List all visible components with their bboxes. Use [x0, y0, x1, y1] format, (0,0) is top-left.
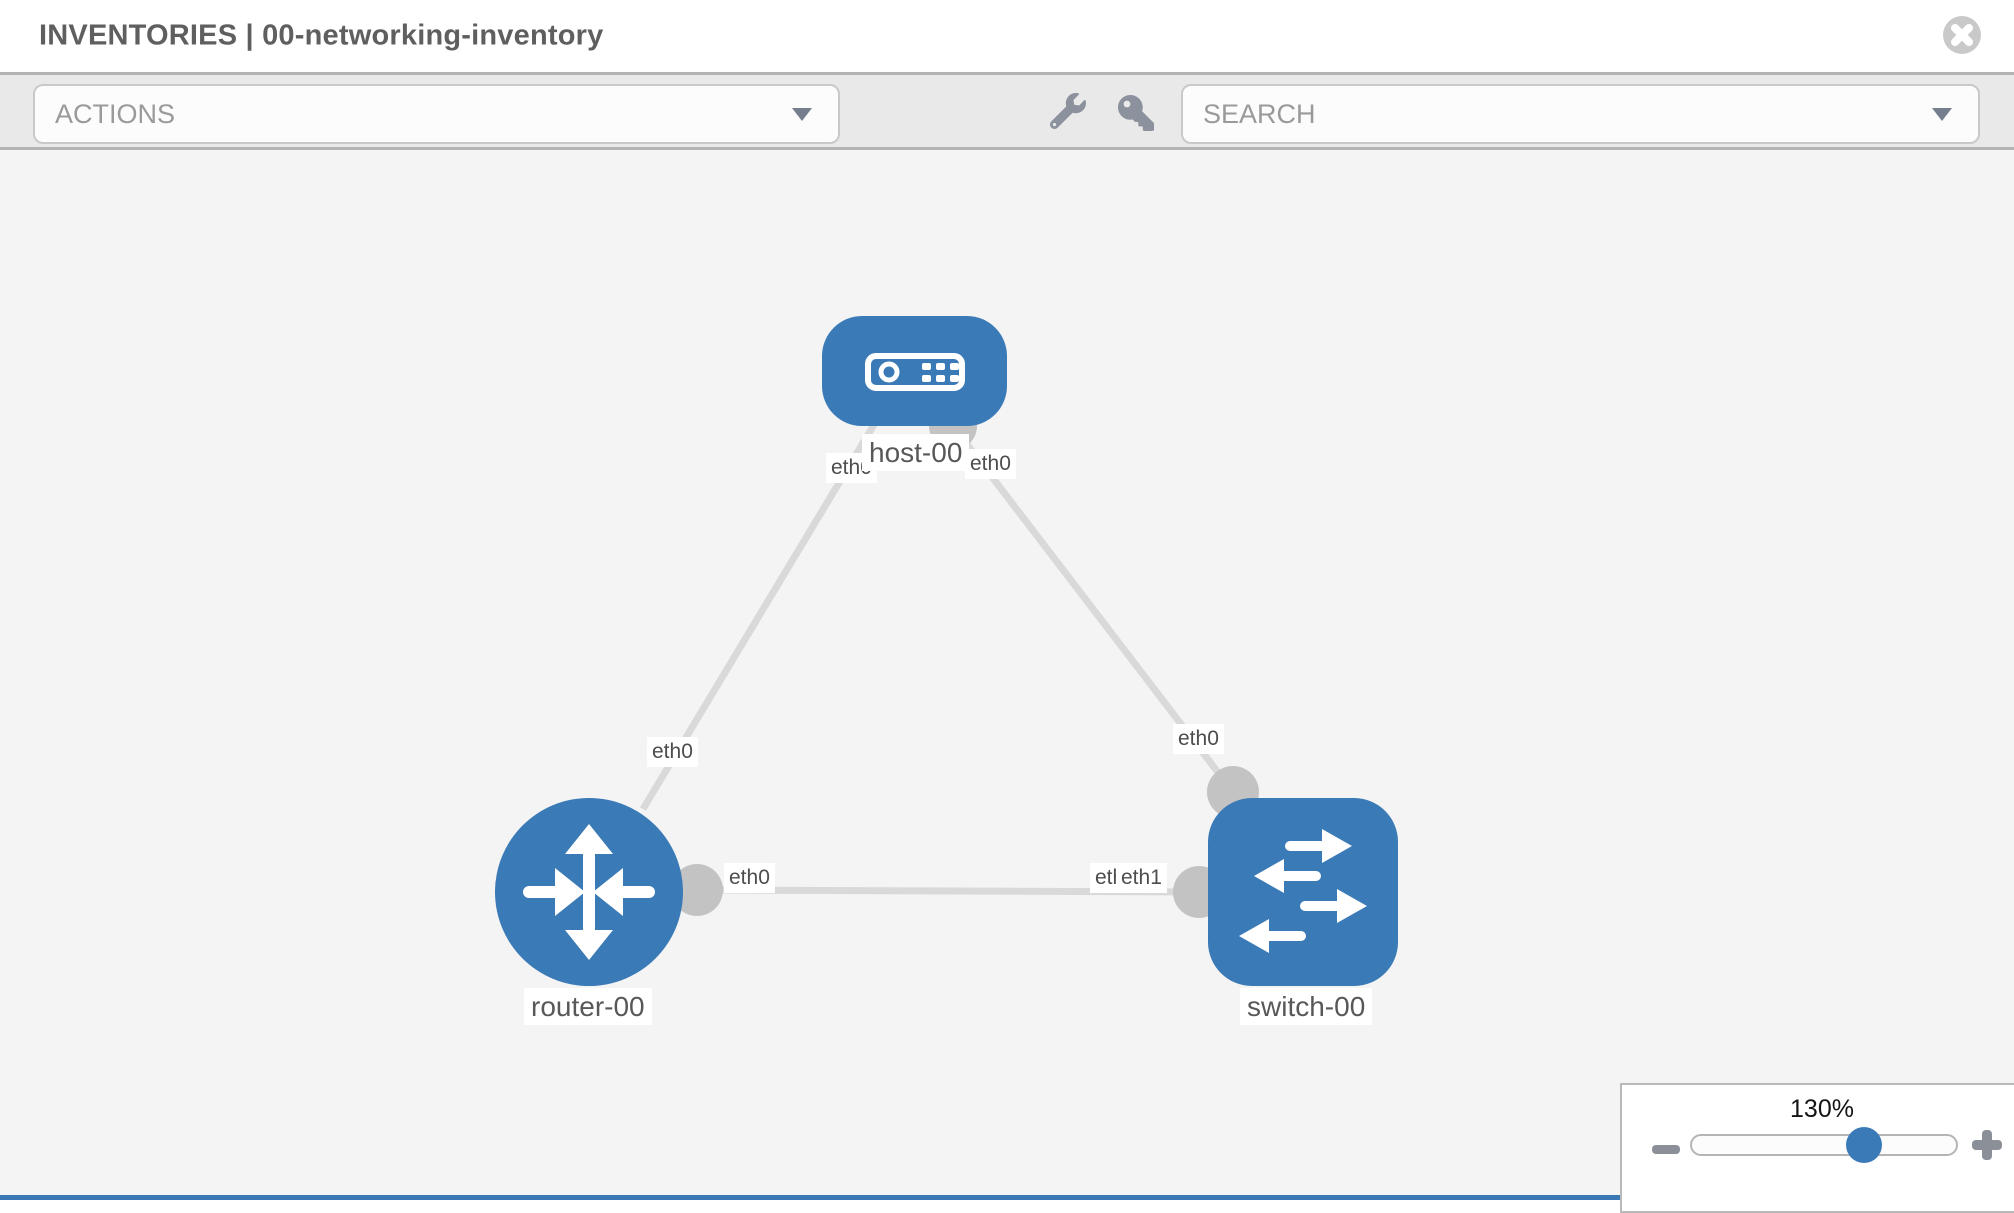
header: INVENTORIES | 00-networking-inventory [0, 0, 2014, 72]
key-icon [1118, 95, 1154, 131]
node-label-switch: switch-00 [1240, 988, 1373, 1025]
zoom-level: 130% [1790, 1095, 1854, 1123]
node-label-router: router-00 [524, 988, 652, 1025]
close-icon [1943, 16, 1981, 54]
topology-canvas[interactable]: eth0 host-00 eth0 eth0 eth0 eth0 eth0 et… [0, 150, 2014, 1213]
actions-dropdown[interactable]: ACTIONS [33, 84, 840, 144]
host-icon [865, 353, 965, 391]
page-title: INVENTORIES | 00-networking-inventory [39, 19, 604, 52]
links-layer [640, 402, 1259, 918]
bottom-accent-bar [0, 1195, 2014, 1200]
search-dropdown[interactable]: SEARCH [1181, 84, 1980, 144]
caret-down-icon [1932, 108, 1952, 121]
connector-dot-router [671, 864, 723, 916]
node-router-00[interactable] [495, 798, 683, 986]
close-button[interactable] [1941, 14, 1983, 56]
interface-label: eth0 [965, 449, 1016, 480]
zoom-out-button[interactable] [1652, 1141, 1680, 1159]
wrench-icon [1049, 93, 1086, 130]
plus-icon [1972, 1130, 2002, 1160]
zoom-slider-thumb[interactable] [1846, 1127, 1882, 1163]
zoom-panel: 130% [1620, 1083, 2014, 1213]
interface-label: eth0 [647, 737, 698, 768]
credentials-button[interactable] [1118, 95, 1154, 131]
interface-label: eth1 [1116, 863, 1167, 894]
interface-label: eth0 [1173, 724, 1224, 755]
caret-down-icon [792, 108, 812, 121]
search-dropdown-label: SEARCH [1203, 98, 1316, 129]
zoom-slider-track[interactable] [1690, 1134, 1958, 1156]
toolbar: ACTIONS SEARCH [0, 72, 2014, 150]
node-switch-00[interactable] [1208, 798, 1398, 986]
node-label-host: host-00 [862, 434, 970, 471]
switch-icon [1239, 829, 1367, 953]
interface-label: eth0 [724, 863, 775, 894]
actions-dropdown-label: ACTIONS [55, 98, 176, 129]
adhoc-commands-button[interactable] [1049, 93, 1086, 130]
minus-icon [1652, 1145, 1680, 1154]
node-host-00[interactable] [822, 316, 1007, 426]
router-icon [523, 824, 655, 960]
zoom-in-button[interactable] [1972, 1130, 2002, 1165]
